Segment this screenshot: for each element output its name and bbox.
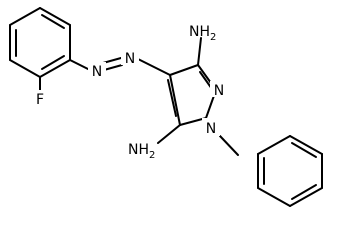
fluorophenyl-ring <box>9 7 71 78</box>
atom-azo-nitrogen-2: N <box>125 51 135 67</box>
c5-nh2-bond <box>157 124 181 144</box>
amine-top-subscript: 2 <box>210 32 216 43</box>
chemical-structure-diagram: F N N N N NH2 NH2 <box>9 7 323 207</box>
atom-pyrazole-n1: N <box>206 121 216 137</box>
n1-phenyl-bond <box>219 135 239 156</box>
phenyl-ring <box>257 135 323 207</box>
amine-top-label: NH2 <box>189 24 216 43</box>
amine-bottom-label: NH2 <box>128 142 155 161</box>
amine-top-nh: NH <box>189 24 210 40</box>
c3-nh2-bond <box>197 37 202 66</box>
atom-azo-nitrogen-1: N <box>92 64 102 80</box>
atom-pyrazole-n2: N <box>214 83 224 99</box>
atom-fluorine: F <box>36 92 44 108</box>
azo-linkage <box>69 57 171 76</box>
amine-bottom-nh: NH <box>128 142 149 158</box>
amine-bottom-subscript: 2 <box>149 150 155 161</box>
pyrazole-ring <box>167 64 217 126</box>
